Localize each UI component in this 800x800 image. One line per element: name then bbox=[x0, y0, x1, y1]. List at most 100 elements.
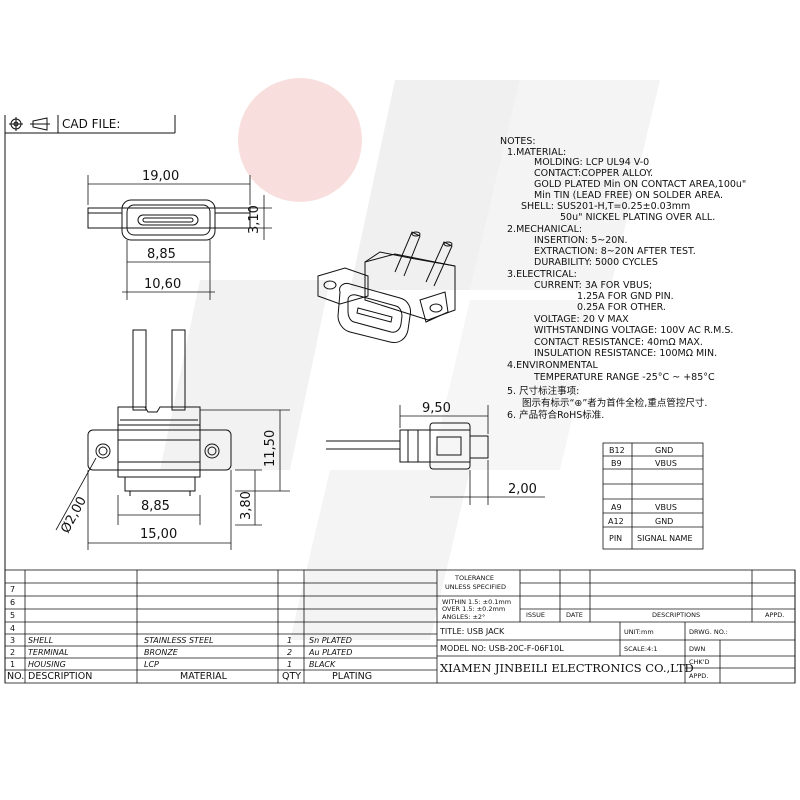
scale-label: SCALE:4:1 bbox=[624, 645, 658, 653]
bom-material: LCP bbox=[144, 660, 159, 669]
dim-front-opening-width: 8,85 bbox=[141, 499, 170, 514]
bom-header-qty: QTY bbox=[282, 671, 301, 682]
side-view-dimensions bbox=[399, 405, 545, 505]
notes-line: MOLDING: LCP UL94 V-0 bbox=[534, 157, 649, 168]
notes-line: 1.25A FOR GND PIN. bbox=[577, 291, 674, 302]
bom-plating: Sn PLATED bbox=[309, 636, 352, 645]
notes-line: VOLTAGE: 20 V MAX bbox=[534, 314, 629, 325]
dim-front-pin-offset: 3,80 bbox=[239, 491, 254, 520]
notes-line: 6. 产品符合RoHS标准. bbox=[507, 409, 604, 421]
signal-cell: VBUS bbox=[655, 503, 677, 512]
bom-description: TERMINAL bbox=[28, 648, 69, 657]
bom-qty: 1 bbox=[287, 636, 292, 645]
model-number: MODEL NO: USB-20C-F-06F10L bbox=[440, 644, 564, 653]
dim-front-overall-width: 15,00 bbox=[140, 527, 177, 542]
dim-front-height: 11,50 bbox=[263, 430, 278, 467]
drawing-title: TITLE: USB JACK bbox=[439, 627, 505, 636]
notes-line: 5. 尺寸标注事项: bbox=[507, 385, 579, 397]
bom-plating: BLACK bbox=[309, 660, 336, 669]
watermark-logo bbox=[160, 78, 660, 640]
notes-line: 2.MECHANICAL: bbox=[507, 224, 582, 235]
dim-top-opening-width: 8,85 bbox=[147, 247, 176, 262]
cad-file-label: CAD FILE: bbox=[62, 117, 120, 131]
notes-line: 0.25A FOR OTHER. bbox=[577, 302, 666, 313]
projection-symbol-icon bbox=[9, 117, 50, 131]
notes-line: CONTACT:COPPER ALLOY. bbox=[534, 168, 653, 179]
bom-row-number: 4 bbox=[10, 624, 15, 633]
signal-header: SIGNAL NAME bbox=[637, 534, 693, 543]
signal-cell: GND bbox=[655, 517, 673, 526]
front-view-dimensions bbox=[55, 409, 290, 550]
bom-no: 3 bbox=[10, 636, 15, 645]
pin-table bbox=[602, 442, 704, 550]
revision-descriptions-label: DESCRIPTIONS bbox=[652, 611, 700, 619]
bom-row-number: 7 bbox=[10, 585, 15, 594]
bom-material: STAINLESS STEEL bbox=[144, 636, 214, 645]
bom-header-description: DESCRIPTION bbox=[28, 671, 92, 682]
dim-side-offset: 2,00 bbox=[508, 482, 537, 497]
revision-issue-label: ISSUE bbox=[526, 611, 545, 619]
pin-cell: B12 bbox=[609, 446, 625, 455]
title-block-grid bbox=[4, 569, 796, 684]
pin-cell: B9 bbox=[611, 459, 622, 468]
notes-line: 4.ENVIRONMENTAL bbox=[507, 360, 599, 371]
unit-label: UNIT:mm bbox=[624, 628, 654, 636]
pin-cell: A12 bbox=[608, 517, 624, 526]
bom-no: 2 bbox=[10, 648, 15, 657]
notes-block: NOTES: 1.MATERIAL: MOLDING: LCP UL94 V-0… bbox=[500, 136, 746, 421]
notes-line: INSULATION RESISTANCE: 100MΩ MIN. bbox=[534, 348, 717, 359]
notes-line: SHELL: SUS201-H,T=0.25±0.03mm bbox=[521, 201, 690, 212]
notes-title: NOTES: bbox=[500, 136, 536, 147]
tolerance-line: ANGLES: ±2° bbox=[442, 613, 485, 621]
drwg-no-label: DRWG. NO.: bbox=[689, 628, 728, 636]
notes-line: CURRENT: 3A FOR VBUS; bbox=[534, 280, 652, 291]
notes-line: 50u" NICKEL PLATING OVER ALL. bbox=[560, 212, 715, 223]
bom-header-material: MATERIAL bbox=[180, 671, 228, 682]
bom-no: 1 bbox=[10, 660, 15, 669]
notes-line: 3.ELECTRICAL: bbox=[507, 269, 577, 280]
notes-line: EXTRACTION: 8~20N AFTER TEST. bbox=[534, 246, 696, 257]
bom-description: SHELL bbox=[28, 636, 53, 645]
tolerance-line: OVER 1.5: ±0.2mm bbox=[442, 605, 505, 613]
front-view bbox=[87, 329, 232, 496]
notes-line: Min TIN (LEAD FREE) ON SOLDER AREA. bbox=[534, 190, 723, 201]
dim-top-height: 3,10 bbox=[247, 205, 262, 234]
tolerance-title: TOLERANCE bbox=[454, 574, 494, 582]
notes-line: CONTACT RESISTANCE: 40mΩ MAX. bbox=[534, 337, 703, 348]
pin-cell: A9 bbox=[611, 503, 622, 512]
revision-appd-label: APPD. bbox=[765, 611, 784, 619]
notes-line: WITHSTANDING VOLTAGE: 100V AC R.M.S. bbox=[534, 325, 733, 336]
isometric-view bbox=[317, 231, 456, 343]
bom-description: HOUSING bbox=[28, 660, 66, 669]
top-view bbox=[87, 199, 251, 241]
dim-side-length: 9,50 bbox=[422, 401, 451, 416]
dim-front-hole-dia: Ø2,00 bbox=[58, 494, 90, 536]
company-name: XIAMEN JINBEILI ELECTRONICS CO.,LTD bbox=[440, 661, 694, 675]
tolerance-line: WITHIN 1.5: ±0.1mm bbox=[442, 598, 511, 606]
dim-top-body-width: 10,60 bbox=[144, 277, 181, 292]
bom-material: BRONZE bbox=[144, 648, 179, 657]
chkd-label: CHK'D bbox=[689, 658, 709, 666]
bom-header-no: NO. bbox=[7, 671, 24, 682]
dwn-label: DWN bbox=[689, 645, 705, 653]
notes-line: 图示有标示“⊕”者为首件全检,重点管控尺寸. bbox=[522, 397, 707, 409]
bom-qty: 1 bbox=[287, 660, 292, 669]
bom-header-plating: PLATING bbox=[332, 671, 372, 682]
notes-line: 1.MATERIAL: bbox=[507, 147, 566, 158]
bom-plating: Au PLATED bbox=[308, 648, 352, 657]
notes-line: INSERTION: 5~20N. bbox=[534, 235, 627, 246]
bom-row-number: 6 bbox=[10, 598, 15, 607]
notes-line: TEMPERATURE RANGE -25°C ~ +85°C bbox=[533, 372, 715, 383]
notes-line: DURABILITY: 5000 CYCLES bbox=[534, 257, 658, 268]
signal-cell: GND bbox=[655, 446, 673, 455]
bom-row-number: 5 bbox=[10, 611, 15, 620]
tolerance-subtitle: UNLESS SPECIFIED bbox=[445, 583, 506, 591]
signal-cell: VBUS bbox=[655, 459, 677, 468]
side-view bbox=[326, 422, 489, 470]
dim-top-overall-width: 19,00 bbox=[142, 169, 179, 184]
bom-qty: 2 bbox=[287, 648, 292, 657]
notes-line: GOLD PLATED Min ON CONTACT AREA,100u" bbox=[534, 179, 746, 190]
top-view-dimensions bbox=[87, 175, 272, 300]
appd-label: APPD. bbox=[689, 672, 708, 680]
